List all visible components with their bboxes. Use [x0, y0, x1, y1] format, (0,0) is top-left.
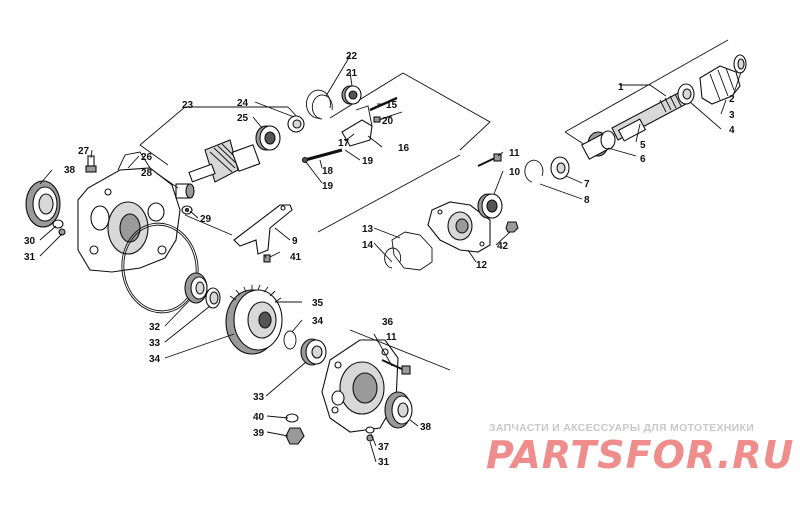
washer-37 — [365, 426, 375, 434]
bearing-28 — [175, 183, 195, 199]
coupler-6 — [581, 130, 616, 160]
callout-24: 24 — [237, 98, 249, 109]
callout-17: 17 — [338, 138, 350, 149]
watermark: ЗАПЧАСТИ И АКСЕССУАРЫ ДЛЯ МОТОТЕХНИКИ PA… — [486, 422, 794, 477]
callout-2: 2 — [729, 94, 735, 105]
callout-12: 12 — [476, 260, 488, 271]
bearing-25 — [255, 125, 281, 151]
ring-24 — [287, 115, 305, 133]
callout-27: 27 — [78, 146, 90, 157]
callout-22: 22 — [346, 51, 358, 62]
callout-16: 16 — [398, 143, 410, 154]
callout-36: 36 — [382, 317, 394, 328]
callout-26: 26 — [141, 152, 153, 163]
boot-3 — [699, 65, 741, 105]
snap-ring-14 — [384, 247, 402, 269]
callout-13: 13 — [362, 224, 374, 235]
callout-labels: 1 2 3 4 5 6 7 8 9 10 11 11 12 13 14 15 1… — [24, 51, 735, 468]
callout-14: 14 — [362, 240, 374, 251]
ring-4 — [677, 83, 695, 105]
callout-34-left: 34 — [149, 354, 161, 365]
ring-7 — [550, 156, 570, 180]
nut-42 — [505, 221, 519, 233]
callout-19-b: 19 — [322, 181, 334, 192]
callout-31-left: 31 — [24, 252, 36, 263]
callout-33-top: 33 — [149, 338, 161, 349]
watermark-brand: PARTSFOR.RU — [486, 433, 794, 477]
bearing-21 — [341, 85, 362, 105]
group-brackets — [139, 39, 729, 236]
callout-38-left: 38 — [64, 165, 76, 176]
snap-ring-22 — [306, 89, 333, 120]
leader-lines — [39, 55, 742, 463]
bracket-9 — [233, 204, 293, 255]
callout-35: 35 — [312, 298, 324, 309]
seal-38-right — [384, 391, 413, 429]
bearing-10 — [477, 193, 503, 219]
callout-8: 8 — [584, 195, 590, 206]
shift-fork-16 — [341, 105, 373, 147]
callout-30: 30 — [24, 236, 36, 247]
callout-6: 6 — [640, 154, 646, 165]
bolt-29 — [181, 205, 193, 215]
callout-23: 23 — [182, 100, 194, 111]
bolt-41 — [263, 251, 281, 263]
callout-9: 9 — [292, 236, 298, 247]
callout-5: 5 — [640, 140, 646, 151]
callout-20: 20 — [382, 116, 394, 127]
callout-42: 42 — [497, 241, 509, 252]
cover-36 — [321, 339, 399, 433]
callout-37: 37 — [378, 442, 390, 453]
callout-39: 39 — [253, 428, 265, 439]
parts — [25, 54, 747, 445]
callout-31-right: 31 — [378, 457, 390, 468]
housing-12 — [427, 201, 491, 253]
callout-41: 41 — [290, 252, 302, 263]
callout-1: 1 — [618, 82, 624, 93]
callout-19-a: 19 — [362, 156, 374, 167]
seal-32 — [184, 272, 208, 304]
plug-39 — [285, 427, 305, 445]
clamp-2 — [733, 54, 747, 74]
pinion-gear — [188, 139, 261, 183]
callout-3: 3 — [729, 110, 735, 121]
callout-29: 29 — [200, 214, 212, 225]
callout-40: 40 — [253, 412, 265, 423]
seal-38-left — [25, 180, 61, 228]
watermark-caption: ЗАПЧАСТИ И АКСЕССУАРЫ ДЛЯ МОТОТЕХНИКИ — [489, 422, 754, 434]
bearing-33-bottom — [300, 338, 327, 366]
callout-33-bottom: 33 — [253, 392, 265, 403]
callout-25: 25 — [237, 113, 249, 124]
ring-gear-35 — [225, 284, 283, 355]
callout-4: 4 — [729, 125, 735, 136]
snap-ring-8 — [524, 159, 544, 183]
gear-housing-26 — [77, 151, 181, 273]
gasket-13 — [391, 231, 433, 271]
bolt-11-upper — [477, 153, 502, 167]
callout-18: 18 — [322, 166, 334, 177]
callout-11-lower: 11 — [386, 332, 397, 343]
callout-28: 28 — [141, 168, 153, 179]
callout-7: 7 — [584, 179, 590, 190]
callout-21: 21 — [346, 68, 358, 79]
plug-31-left — [58, 228, 66, 236]
breather-27 — [85, 155, 97, 173]
shaft-18 — [301, 148, 343, 164]
callout-38-right: 38 — [420, 422, 432, 433]
shim-34-mid — [283, 330, 297, 350]
callout-32: 32 — [149, 322, 161, 333]
callout-11-upper: 11 — [509, 148, 520, 159]
callout-34-right: 34 — [312, 316, 324, 327]
callout-10: 10 — [509, 167, 521, 178]
o-ring-large — [121, 222, 199, 314]
bolt-11-lower — [381, 359, 411, 375]
bearing-33-top — [205, 287, 221, 309]
callout-15: 15 — [386, 100, 398, 111]
